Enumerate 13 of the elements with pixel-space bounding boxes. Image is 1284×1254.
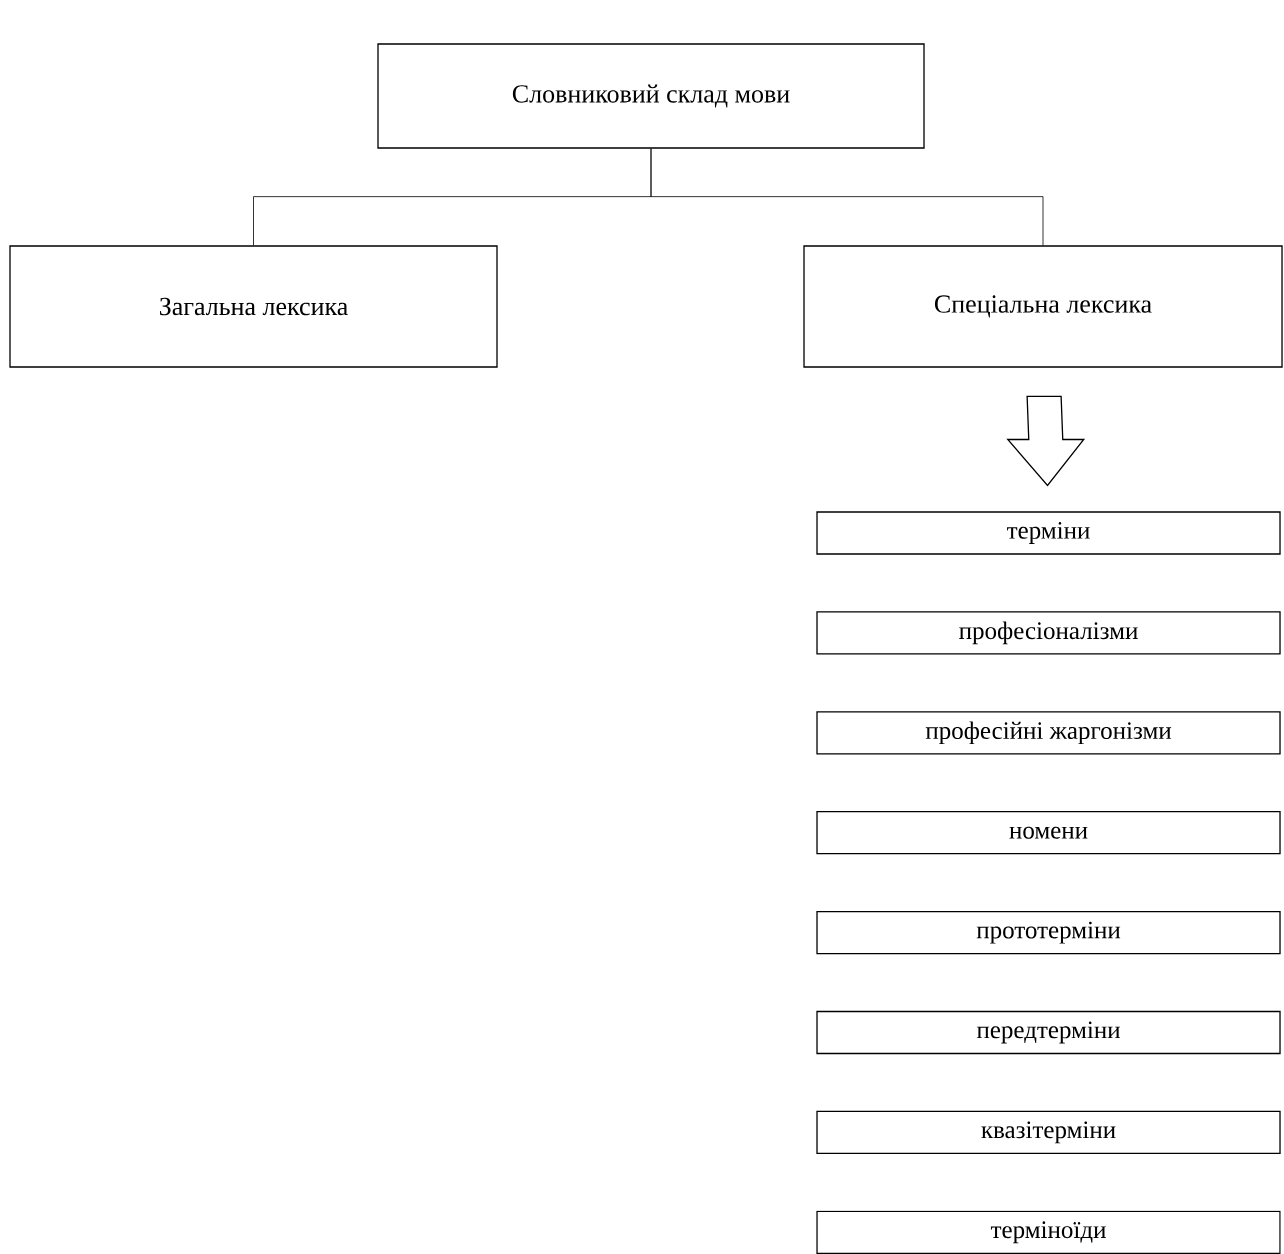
connector-line	[650, 148, 1044, 246]
category-box: Словниковий склад мови	[377, 43, 925, 149]
block-arrow	[1006, 395, 1086, 487]
category-box: професійні жаргонізми	[816, 711, 1281, 755]
category-box: номени	[816, 811, 1281, 855]
category-box: професіоналізми	[816, 611, 1281, 655]
category-box: Загальна лексика	[9, 245, 498, 368]
category-box: Спеціальна лексика	[803, 245, 1283, 368]
category-box: терміни	[816, 511, 1281, 555]
category-box: квазітерміни	[816, 1110, 1281, 1155]
category-box: терміноїди	[816, 1210, 1281, 1254]
category-box: прототерміни	[816, 910, 1281, 955]
category-box: передтерміни	[816, 1010, 1281, 1055]
